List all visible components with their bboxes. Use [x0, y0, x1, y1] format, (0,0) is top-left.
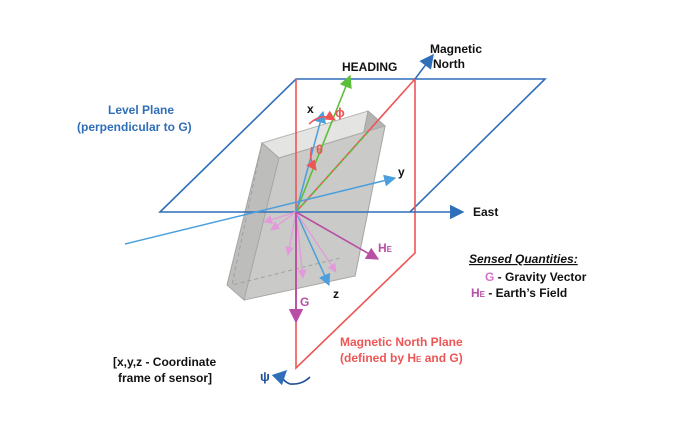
mn-plane-label-2: (defined by HE and G): [340, 351, 463, 365]
psi-label: ψ: [260, 369, 270, 384]
y-axis-label: y: [398, 165, 405, 179]
earth-field-vector: [295, 211, 380, 260]
level-plane-label-1: Level Plane: [108, 103, 174, 117]
legend-title: Sensed Quantities:: [469, 252, 578, 266]
theta-rotation-arc: [306, 146, 317, 171]
level-plane-label-2: (perpendicular to G): [77, 120, 192, 134]
magnetic-north-label-1: Magnetic: [430, 42, 482, 56]
mn-plane-label-1: Magnetic North Plane: [340, 335, 463, 349]
magnetic-north-label-2: North: [433, 57, 465, 71]
coord-label-2: frame of sensor]: [118, 371, 212, 385]
he-label: HE: [378, 241, 393, 255]
psi-rotation-arc: [271, 369, 311, 386]
sensor-block: [226, 110, 387, 301]
legend-item-earth-field: HE - Earth’s Field: [471, 286, 567, 300]
magnetic-north-arrow: [414, 53, 434, 80]
east-label: East: [473, 205, 498, 219]
g-label: G: [300, 295, 309, 309]
phi-label: ϕ: [335, 105, 345, 120]
phi-rotation-arc: [308, 110, 336, 125]
z-axis-label: z: [333, 287, 339, 301]
legend: Sensed Quantities: G - Gravity Vector HE…: [469, 252, 587, 300]
projection-lines: [263, 211, 337, 279]
heading-vector: [295, 74, 352, 213]
heading-label: HEADING: [342, 60, 397, 74]
y-axis-arrow: [124, 174, 397, 245]
z-axis-arrow: [295, 211, 331, 287]
theta-label: θ: [316, 142, 323, 157]
legend-item-gravity: G - Gravity Vector: [485, 270, 587, 284]
x-axis-label: x: [307, 102, 314, 116]
coord-label-1: [x,y,z - Coordinate: [113, 355, 216, 369]
